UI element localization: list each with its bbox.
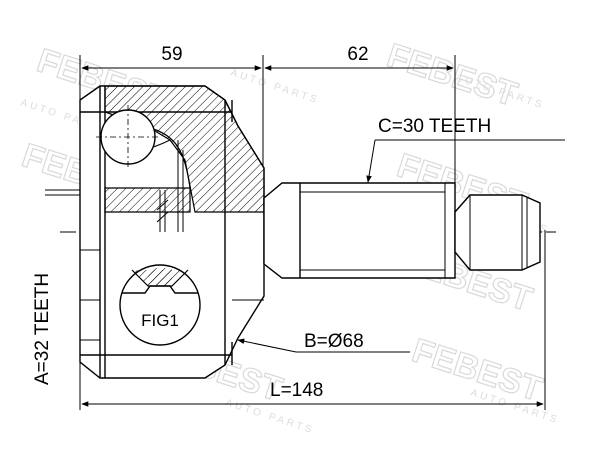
a-teeth-label: A=32 TEETH [32, 273, 53, 385]
labels: 59 62 C=30 TEETH B=Ø68 L=148 FIG1 A=32 T… [32, 44, 491, 401]
watermark-tagline: AUTO PARTS [229, 67, 321, 106]
b-diameter-leader [237, 338, 410, 353]
cage-detail [156, 140, 184, 232]
dim-label-62: 62 [347, 44, 368, 65]
fig-label: FIG1 [141, 311, 179, 330]
stub-shaft [263, 182, 541, 279]
b-diameter-label: B=Ø68 [304, 331, 364, 352]
c-teeth-leader [366, 139, 565, 183]
fig1-callout [119, 264, 201, 346]
dim-label-59: 59 [161, 44, 182, 65]
c-teeth-label: C=30 TEETH [378, 116, 491, 137]
watermark-brand: FEBEST [383, 36, 523, 114]
housing-grooves [80, 249, 264, 341]
extension-lines [79, 55, 546, 410]
ball-bearing [96, 105, 160, 170]
overall-length-label: L=148 [270, 380, 323, 401]
